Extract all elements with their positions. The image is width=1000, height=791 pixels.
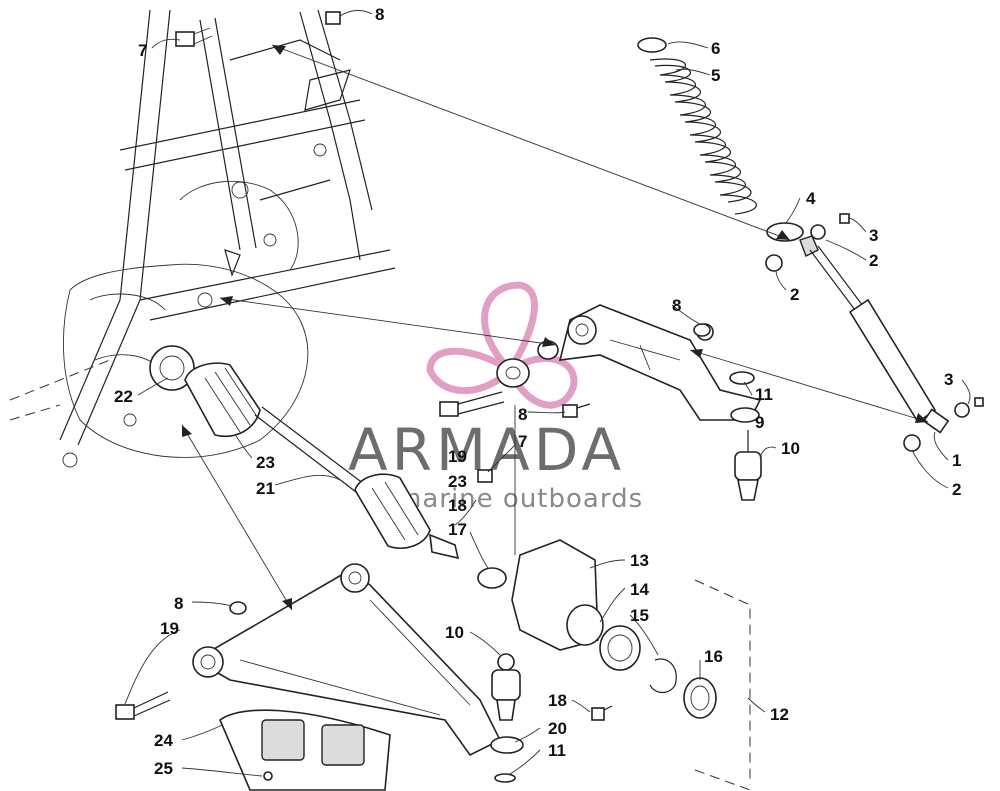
callout-label: 3 xyxy=(869,226,878,245)
callout-label: 22 xyxy=(114,387,133,406)
callout-label: 13 xyxy=(630,551,649,570)
shock-spring-assembly xyxy=(637,37,984,452)
callout-label: 11 xyxy=(548,741,566,760)
callout-leaders xyxy=(124,9,971,777)
callout-label: 10 xyxy=(445,623,464,642)
callout-label: 10 xyxy=(781,439,800,458)
callout-label: 8 xyxy=(375,5,384,24)
callout-label: 2 xyxy=(952,480,961,499)
coil-spring xyxy=(649,58,757,215)
callout-label: 21 xyxy=(256,479,275,498)
callout-label: 14 xyxy=(630,580,649,599)
callout-label: 25 xyxy=(154,759,173,778)
callout-label: 4 xyxy=(806,189,816,208)
lower-a-arm xyxy=(192,563,524,757)
callout-label: 9 xyxy=(755,413,764,432)
callout-label: 16 xyxy=(704,647,723,666)
upper-a-arm xyxy=(558,304,762,423)
callout-label: 5 xyxy=(711,66,720,85)
callout-label: 19 xyxy=(160,619,179,638)
cv-axle-shaft xyxy=(184,362,507,589)
callout-label: 7 xyxy=(138,41,147,60)
callout-label: 2 xyxy=(790,285,799,304)
callout-label: 23 xyxy=(448,472,467,491)
callout-labels: 7 8 6 5 4 3 2 2 8 3 11 9 10 1 2 22 23 21… xyxy=(114,5,961,778)
alignment-arrows xyxy=(181,44,929,791)
callout-label: 23 xyxy=(256,453,275,472)
callout-label: 19 xyxy=(448,447,467,466)
callout-label: 18 xyxy=(548,691,567,710)
callout-label: 7 xyxy=(518,432,527,451)
callout-label: 8 xyxy=(518,405,527,424)
lower-ball-joint xyxy=(491,653,521,783)
frame-and-engine-assembly xyxy=(9,9,396,468)
callout-label: 12 xyxy=(770,705,789,724)
callout-label: 11 xyxy=(755,385,773,404)
watermark-tagline: marine outboards xyxy=(396,484,643,514)
callout-label: 2 xyxy=(869,251,878,270)
callout-label: 17 xyxy=(448,520,467,539)
skid-plate xyxy=(219,709,391,791)
callout-label: 20 xyxy=(548,719,567,738)
callout-label: 8 xyxy=(174,594,183,613)
callout-label: 8 xyxy=(672,296,681,315)
steering-knuckle-assembly xyxy=(511,539,717,719)
callout-label: 15 xyxy=(630,606,649,625)
armada-watermark: ARMADA marine outboards xyxy=(348,281,643,514)
callout-label: 6 xyxy=(711,39,720,58)
callout-label: 3 xyxy=(944,370,953,389)
callout-label: 1 xyxy=(952,451,961,470)
upper-ball-joint xyxy=(734,430,762,501)
callout-label: 24 xyxy=(154,731,173,750)
callout-label: 18 xyxy=(448,496,467,515)
